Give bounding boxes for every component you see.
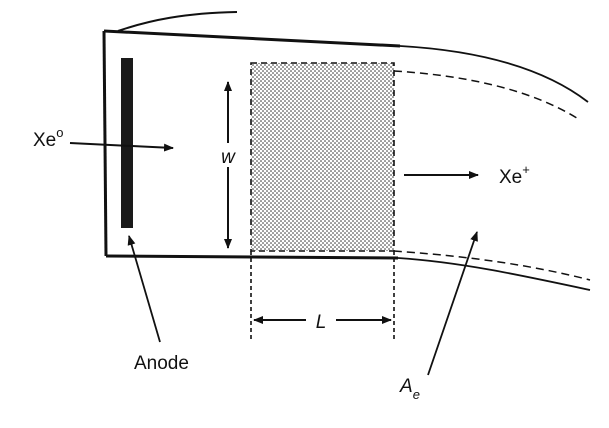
plume-upper-wall (399, 45, 589, 103)
anode-pointer-arrow (127, 235, 161, 343)
ionization-zone (250, 62, 395, 252)
exit-area-pointer-arrow (427, 231, 478, 376)
channel-bottom-wall (105, 254, 399, 260)
plume-lower-wall (397, 257, 591, 291)
channel-left-wall (102, 30, 108, 257)
xenon-ion-label: Xe+ (499, 162, 530, 188)
width-label: w (221, 147, 236, 168)
anode-label: Anode (134, 353, 189, 374)
exit-area-label: Ae (399, 376, 420, 402)
width-label-backdrop (220, 143, 236, 167)
neutral-xenon-label: Xeo (33, 125, 63, 151)
length-label: L (316, 312, 327, 333)
plume-lower-dashed-boundary (393, 250, 591, 281)
neutral-xenon-inflow-arrow (69, 142, 174, 152)
plume-upper-dashed-boundary (393, 70, 581, 121)
upper-wall-curve (117, 11, 238, 32)
length-label-backdrop (306, 309, 336, 331)
anode-bar (121, 58, 133, 228)
channel-top-wall (103, 29, 401, 48)
